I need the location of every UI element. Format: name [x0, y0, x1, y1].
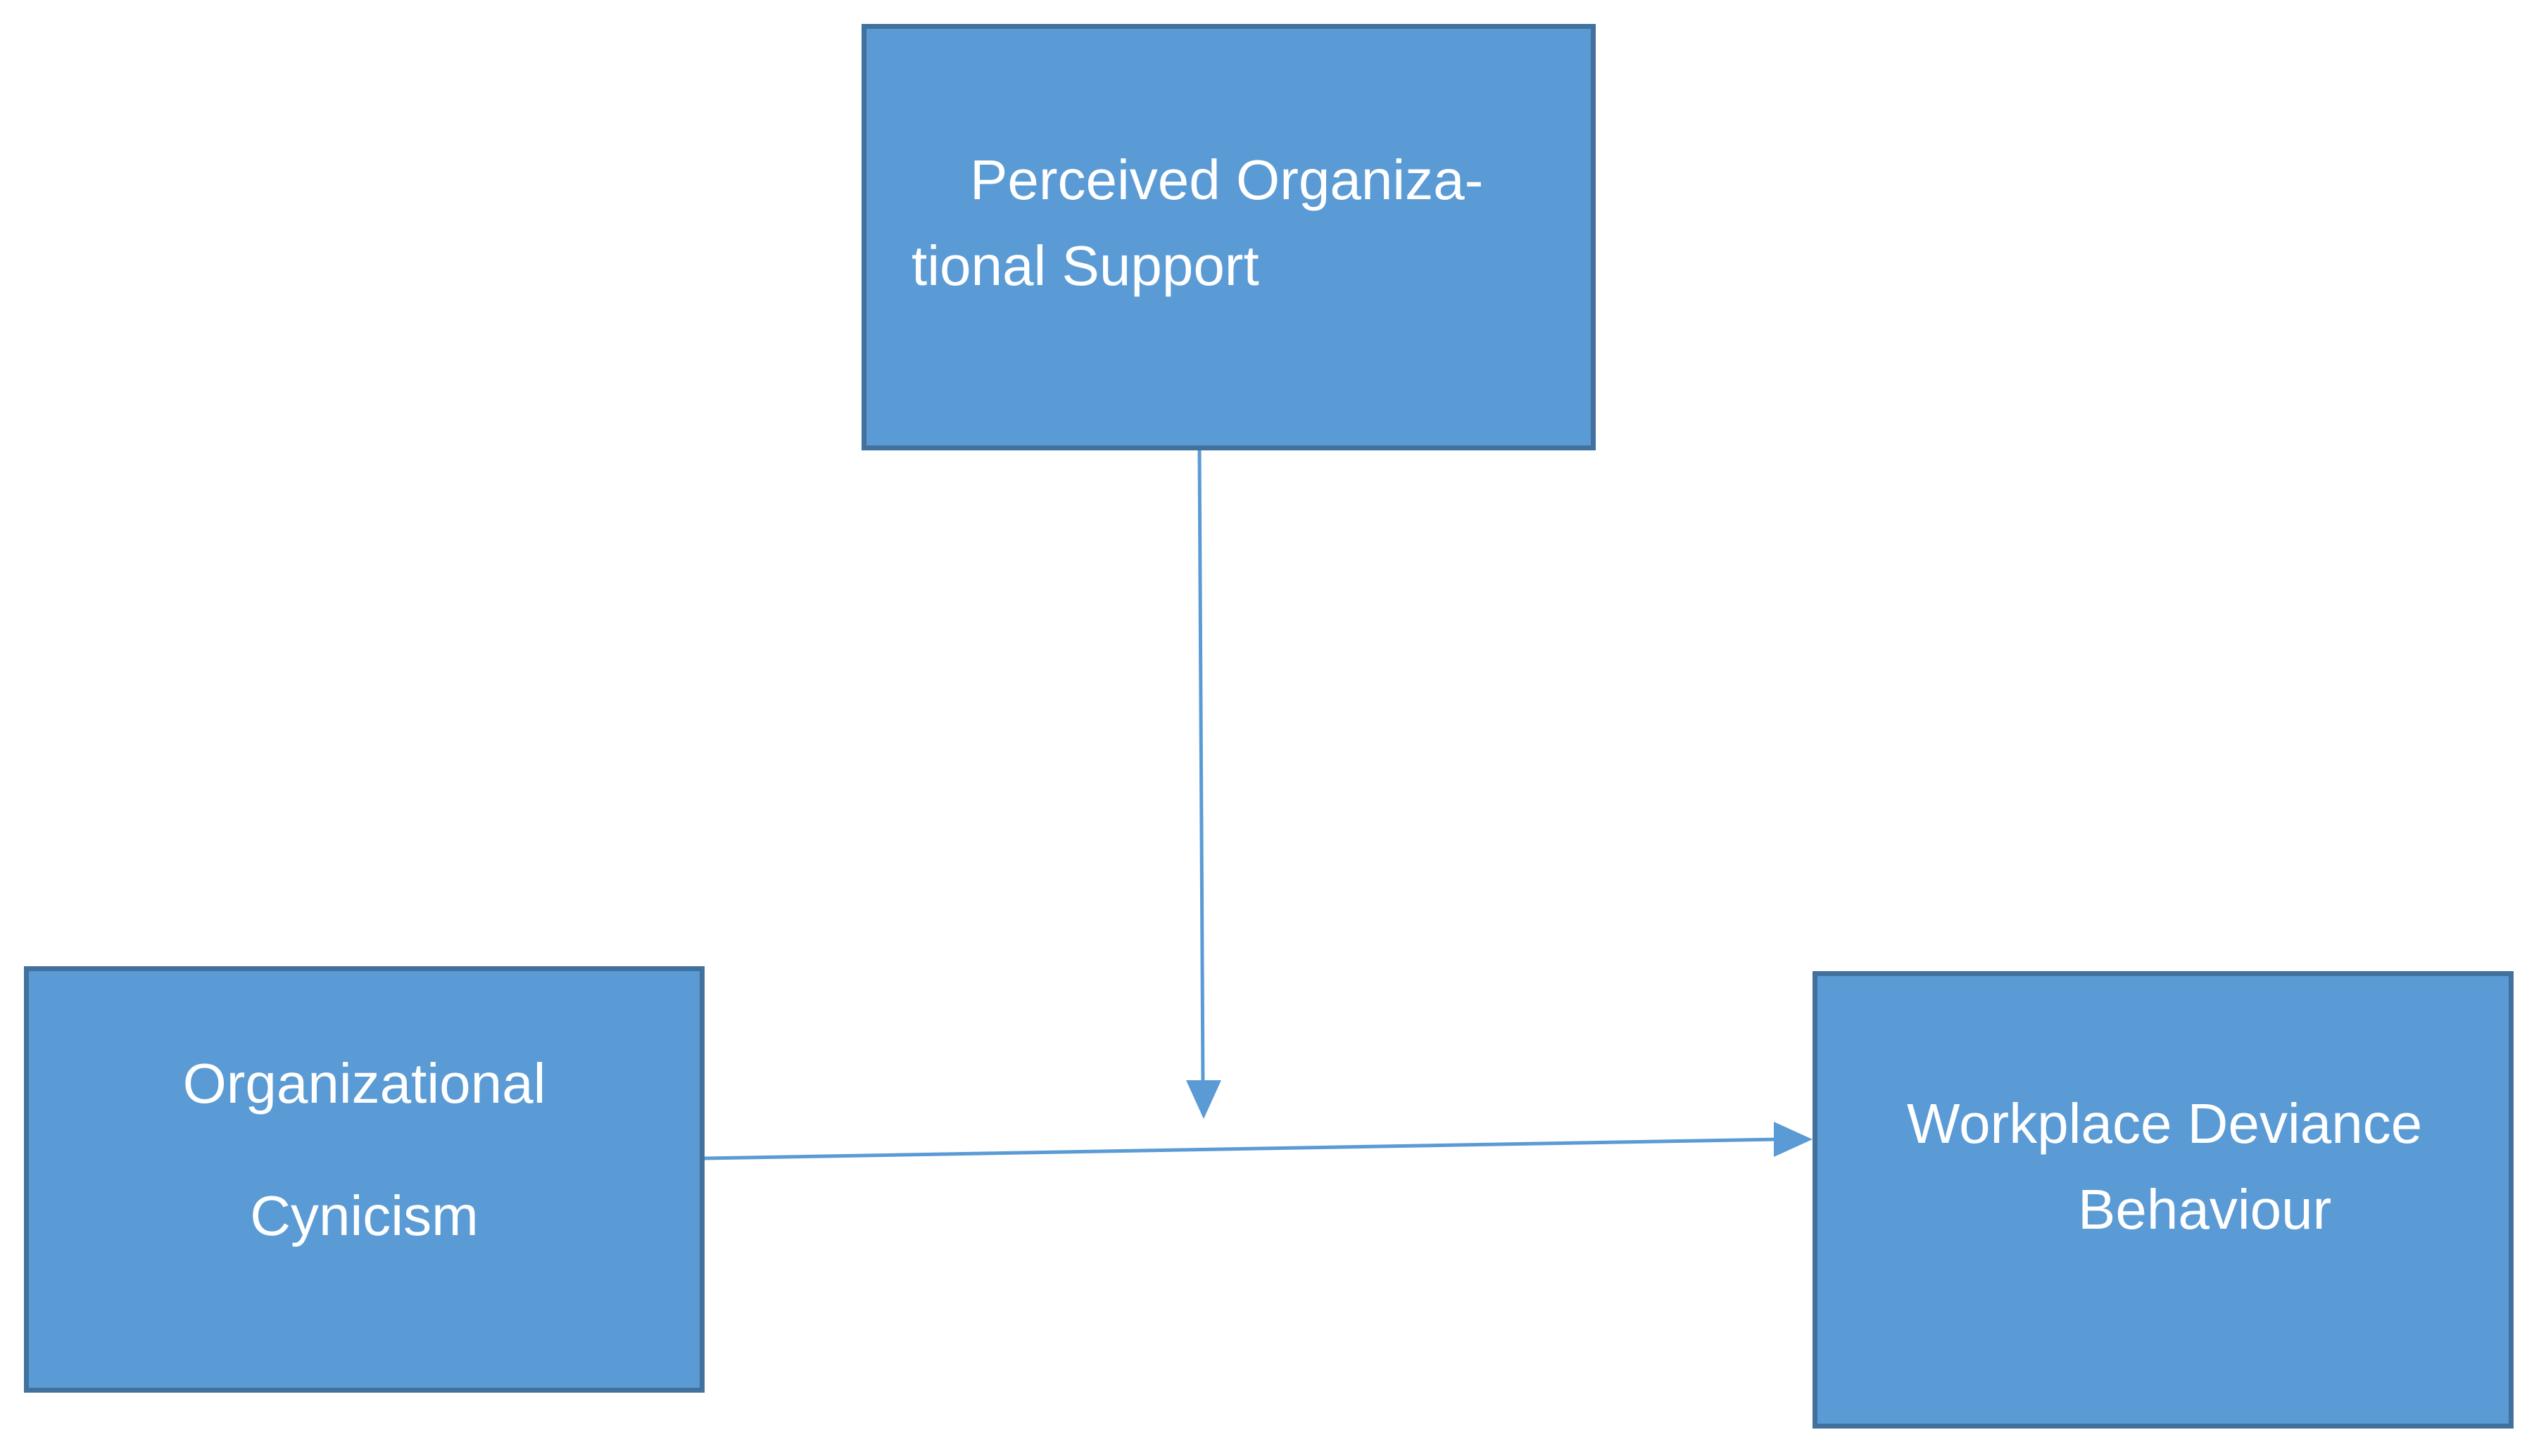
node-organizational-cynicism: Organizational Cynicism — [24, 966, 705, 1393]
node-perceived-organizational-support: Perceived Organiza- tional Support — [862, 24, 1596, 450]
node-label-line-2: Cynicism — [250, 1184, 479, 1247]
node-label-line-1: Perceived Organiza- — [970, 148, 1484, 211]
node-label-line-2: Behaviour — [2078, 1178, 2332, 1241]
node-label-line-2: tional Support — [912, 234, 1259, 297]
moderation-arrowhead — [1186, 1080, 1221, 1119]
moderation-arrow-line — [1197, 450, 1205, 1088]
main-effect-arrow-line — [704, 1137, 1778, 1160]
node-label-line-1: Workplace Deviance — [1907, 1092, 2423, 1155]
node-workplace-deviance-behaviour: Workplace Deviance Behaviour — [1813, 971, 2514, 1429]
node-label-line-1: Organizational — [182, 1052, 546, 1115]
main-effect-arrowhead — [1774, 1122, 1813, 1157]
